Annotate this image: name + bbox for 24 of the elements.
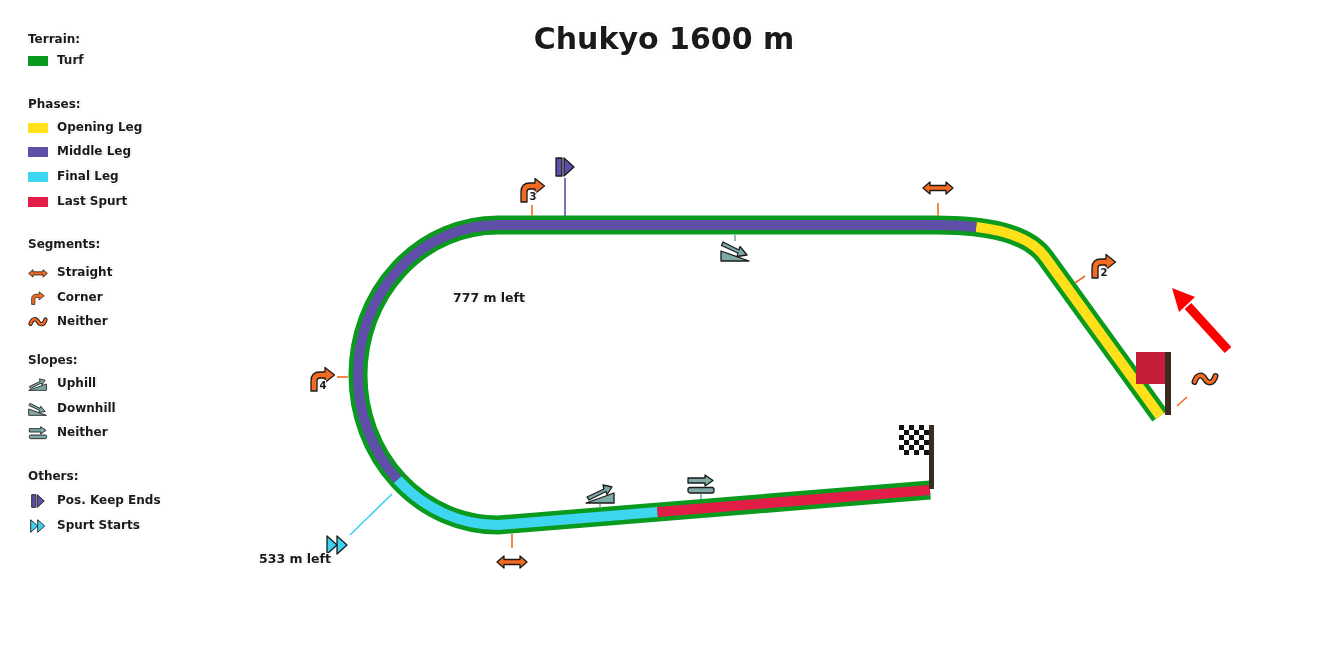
corner-number: 4 — [319, 379, 327, 391]
legend-heading: Terrain: — [28, 33, 81, 47]
legend-heading: Others: — [28, 470, 79, 484]
legend-label: Spurt Starts — [57, 519, 140, 533]
legend-label: Straight — [57, 266, 113, 280]
legend-label: Final Leg — [57, 170, 119, 184]
legend-label: Neither — [57, 426, 108, 440]
corner-number: 3 — [529, 190, 537, 202]
legend-label: Downhill — [57, 402, 116, 416]
legend-label: Middle Leg — [57, 145, 132, 159]
legend-label: Pos. Keep Ends — [57, 494, 161, 508]
distance-label: 777 m left — [453, 291, 525, 305]
legend-label: Corner — [57, 291, 103, 305]
legend-heading: Phases: — [28, 98, 81, 112]
legend-label: Last Spurt — [57, 195, 128, 209]
corner-number: 2 — [1100, 266, 1108, 278]
legend-label: Neither — [57, 315, 108, 329]
legend-label: Uphill — [57, 377, 97, 391]
legend-label: Opening Leg — [57, 121, 143, 135]
legend-heading: Segments: — [28, 238, 101, 252]
legend-heading: Slopes: — [28, 354, 78, 368]
distance-label: 533 m left — [259, 552, 331, 566]
title: Chukyo 1600 m — [533, 21, 795, 55]
legend-label: Turf — [57, 54, 84, 68]
